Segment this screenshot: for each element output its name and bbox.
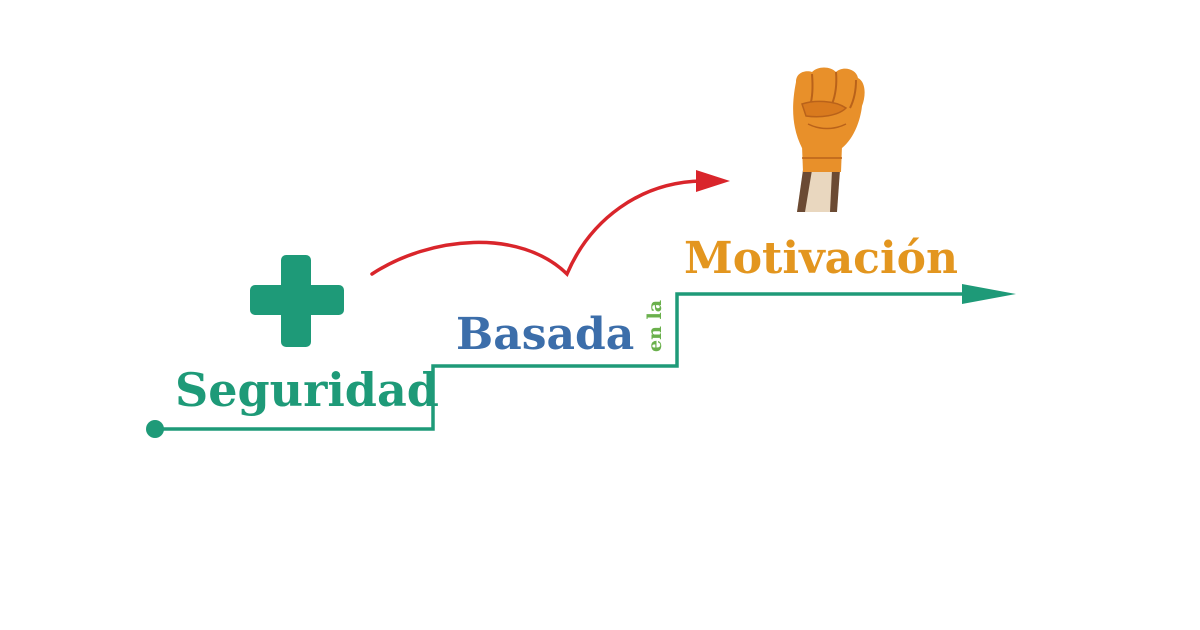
label-basada: Basada (456, 309, 634, 360)
raised-fist-icon (793, 67, 865, 212)
plus-cross-icon (250, 255, 344, 347)
staircase-line (155, 292, 980, 431)
end-arrowhead (962, 284, 1016, 304)
start-dot (146, 420, 164, 438)
label-motivacion: Motivación (684, 233, 958, 284)
label-en-la: en la (644, 300, 666, 352)
curved-arrow-icon (370, 170, 730, 278)
label-seguridad: Seguridad (175, 363, 439, 417)
